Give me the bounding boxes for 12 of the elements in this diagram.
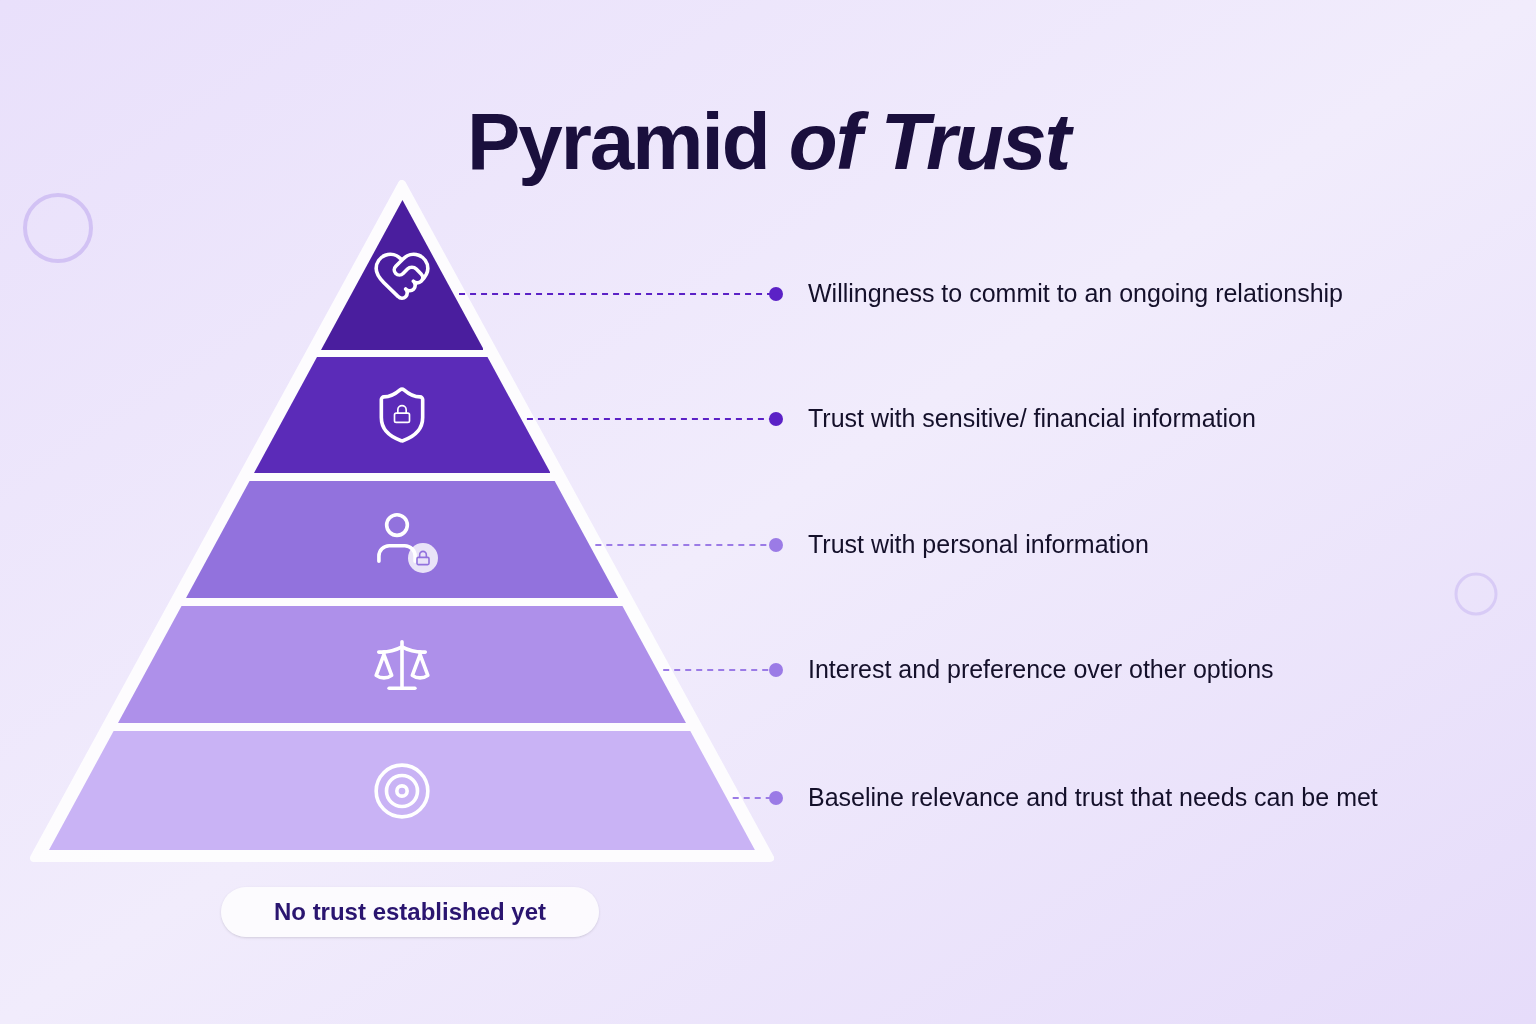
tier-description: Trust with sensitive/ financial information	[808, 403, 1256, 435]
tier-description: Interest and preference over other options	[808, 654, 1274, 686]
status-pill: No trust established yet	[221, 887, 599, 937]
tier-description: Trust with personal information	[808, 529, 1149, 561]
dashed-leader-line	[731, 791, 783, 805]
dashed-leader-line	[662, 663, 783, 677]
title: Pyramid of Trust	[0, 82, 1536, 202]
dashed-leader-line	[594, 538, 783, 552]
tier-description: Willingness to commit to an ongoing relationship	[808, 278, 1343, 310]
tier-description: Baseline relevance and trust that needs can be met	[808, 782, 1378, 814]
dashed-leader-line	[458, 287, 783, 301]
dashed-leader-line	[525, 412, 783, 426]
